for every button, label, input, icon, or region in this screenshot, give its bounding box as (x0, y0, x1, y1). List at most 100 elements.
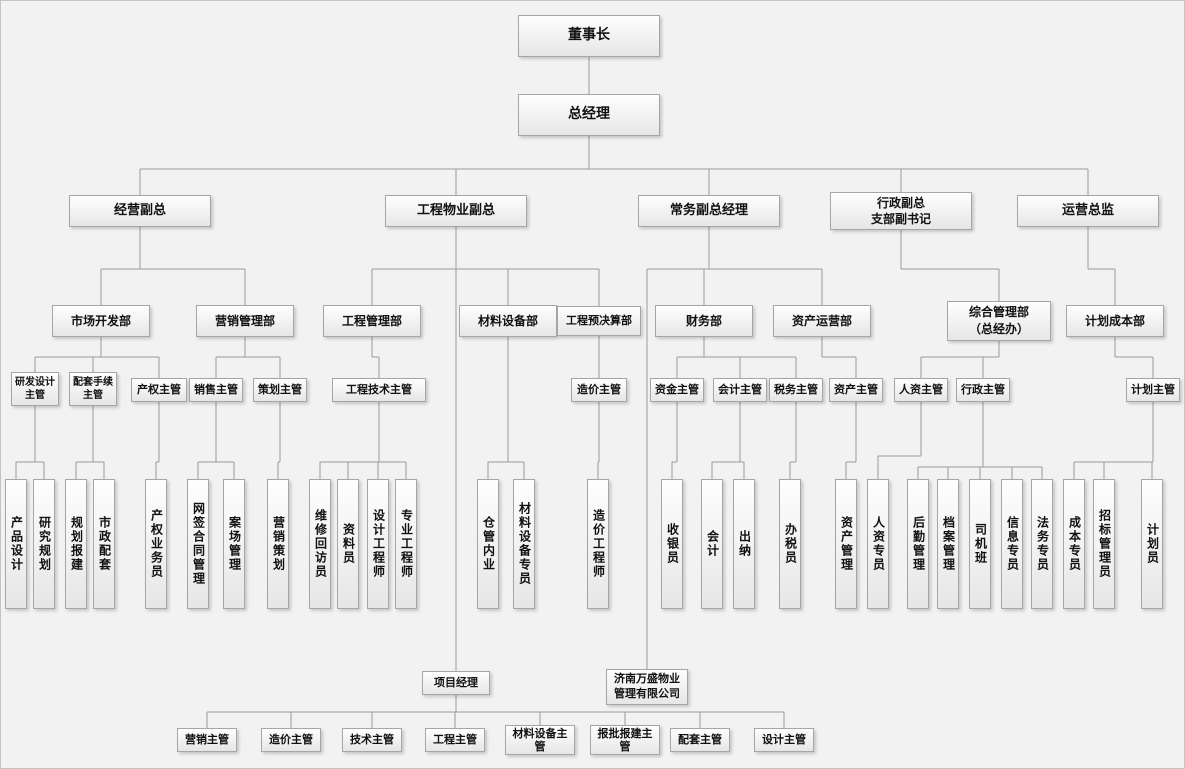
org-node-label-company: 济南万盛物业 管理有限公司 (614, 672, 680, 700)
org-node-label-sup-support: 配套手续 主管 (73, 377, 113, 401)
org-node-st-planapp: 规划报建 (65, 479, 87, 609)
org-node-label-st-cashier: 收银员 (665, 523, 680, 565)
org-node-label-pm-design: 设计主管 (762, 733, 806, 747)
org-node-st-research: 研究规划 (33, 479, 55, 609)
org-node-st-site: 案场管理 (223, 479, 245, 609)
org-node-label-st-bid: 招标管理员 (1097, 509, 1112, 579)
org-node-dir-ops: 运营总监 (1017, 195, 1159, 227)
org-node-label-st-legal: 法务专员 (1035, 516, 1050, 572)
org-node-st-costspec: 成本专员 (1063, 479, 1085, 609)
org-node-label-gm: 总经理 (568, 106, 610, 123)
org-node-label-st-docs: 资料员 (341, 523, 356, 565)
org-node-pm: 项目经理 (422, 671, 490, 695)
org-node-label-evp: 常务副总经理 (669, 202, 748, 218)
org-node-label-st-costeng: 造价工程师 (591, 509, 606, 579)
org-node-sup-cost: 造价主管 (571, 378, 627, 402)
org-node-sup-hr: 人资主管 (894, 378, 948, 402)
org-node-label-st-info: 信息专员 (1005, 516, 1020, 572)
org-node-sup-property: 产权主管 (131, 378, 187, 402)
org-node-pm-eng: 工程主管 (425, 728, 485, 752)
org-node-label-st-site: 案场管理 (227, 516, 242, 572)
org-node-st-docs: 资料员 (337, 479, 359, 609)
org-node-label-dept-mat: 材料设备部 (477, 313, 538, 328)
org-node-dept-budget: 工程预决算部 (557, 306, 641, 336)
org-node-label-st-netsign: 网签合同管理 (191, 502, 206, 586)
org-node-pm-support: 配套主管 (670, 728, 730, 752)
org-node-st-matspec: 材料设备专员 (513, 479, 535, 609)
org-node-label-st-taxclerk: 办税员 (783, 523, 798, 565)
org-node-label-st-mktplan: 营销策划 (271, 516, 286, 572)
org-node-dept-asset: 资产运营部 (773, 305, 871, 337)
org-node-label-pm-tech: 技术主管 (350, 733, 394, 747)
org-node-dept-sales: 营销管理部 (196, 305, 294, 337)
org-node-dept-plan: 计划成本部 (1066, 305, 1164, 337)
org-node-label-dept-sales: 营销管理部 (214, 313, 275, 328)
org-node-label-st-warehouse: 仓管内业 (481, 516, 496, 572)
org-node-label-sup-tax: 税务主管 (774, 383, 818, 397)
org-node-label-sup-property: 产权主管 (137, 383, 181, 397)
org-node-label-st-accountant: 会计 (705, 530, 720, 558)
org-node-st-legal: 法务专员 (1031, 479, 1053, 609)
org-node-sup-plan: 策划主管 (253, 378, 307, 402)
org-node-label-sup-admin: 行政主管 (961, 383, 1005, 397)
org-node-st-hrspec: 人资专员 (867, 479, 889, 609)
org-node-label-st-costspec: 成本专员 (1067, 516, 1082, 572)
org-node-label-dept-fin: 财务部 (685, 313, 722, 328)
org-node-label-st-planapp: 规划报建 (69, 516, 84, 572)
org-node-st-netsign: 网签合同管理 (187, 479, 209, 609)
org-node-label-st-teller: 出纳 (737, 530, 752, 558)
org-node-sup-rd: 研发设计 主管 (11, 372, 59, 406)
org-node-label-sup-planning: 计划主管 (1131, 383, 1175, 397)
org-node-sup-sales: 销售主管 (189, 378, 243, 402)
org-node-dept-general: 综合管理部 （总经办） (947, 301, 1051, 341)
org-node-chairman: 董事长 (518, 15, 660, 57)
org-node-sup-asset: 资产主管 (829, 378, 883, 402)
org-node-st-planner: 计划员 (1141, 479, 1163, 609)
org-node-label-sup-engtech: 工程技术主管 (346, 383, 412, 397)
org-node-st-profeng: 专业工程师 (395, 479, 417, 609)
org-node-label-sup-acct: 会计主管 (718, 383, 762, 397)
org-node-vp-admin: 行政副总 支部副书记 (830, 192, 972, 230)
org-node-label-pm-cost: 造价主管 (269, 733, 313, 747)
org-node-st-product: 产品设计 (5, 479, 27, 609)
org-node-label-sup-rd: 研发设计 主管 (15, 377, 55, 401)
org-node-label-st-matspec: 材料设备专员 (517, 502, 532, 586)
org-node-vp-eng: 工程物业副总 (385, 195, 527, 227)
org-node-st-cashier: 收银员 (661, 479, 683, 609)
org-node-dept-fin: 财务部 (655, 305, 753, 337)
org-node-st-warehouse: 仓管内业 (477, 479, 499, 609)
org-node-st-mktplan: 营销策划 (267, 479, 289, 609)
org-node-label-sup-hr: 人资主管 (899, 383, 943, 397)
org-node-gm: 总经理 (518, 94, 660, 136)
org-node-label-st-driver: 司机班 (973, 523, 988, 565)
org-node-label-st-repair: 维修回访员 (313, 509, 328, 579)
org-node-label-vp-ops: 经营副总 (113, 202, 166, 218)
org-node-st-municipal: 市政配套 (93, 479, 115, 609)
org-node-sup-planning: 计划主管 (1126, 378, 1180, 402)
org-node-label-sup-cost: 造价主管 (577, 383, 621, 397)
org-node-label-st-logistics: 后勤管理 (911, 516, 926, 572)
org-node-pm-sales: 营销主管 (177, 728, 237, 752)
org-node-sup-engtech: 工程技术主管 (332, 378, 426, 402)
org-node-label-dept-eng: 工程管理部 (341, 313, 402, 328)
org-node-label-st-propclerk: 产权业务员 (149, 509, 164, 579)
org-node-st-accountant: 会计 (701, 479, 723, 609)
org-node-label-sup-sales: 销售主管 (194, 383, 238, 397)
org-node-label-st-hrspec: 人资专员 (871, 516, 886, 572)
org-node-st-logistics: 后勤管理 (907, 479, 929, 609)
org-node-sup-support: 配套手续 主管 (69, 372, 117, 406)
org-node-label-dir-ops: 运营总监 (1061, 202, 1114, 218)
org-node-label-st-municipal: 市政配套 (97, 516, 112, 572)
org-node-label-st-archive: 档案管理 (941, 516, 956, 572)
org-node-label-vp-eng: 工程物业副总 (416, 202, 495, 218)
org-node-st-costeng: 造价工程师 (587, 479, 609, 609)
org-node-sup-tax: 税务主管 (769, 378, 823, 402)
org-node-st-driver: 司机班 (969, 479, 991, 609)
org-node-label-dept-market: 市场开发部 (70, 313, 131, 328)
org-node-label-st-profeng: 专业工程师 (399, 509, 414, 579)
org-node-label-dept-plan: 计划成本部 (1084, 313, 1145, 328)
org-node-label-st-research: 研究规划 (37, 516, 52, 572)
org-node-pm-approval: 报批报建主管 (590, 725, 660, 755)
